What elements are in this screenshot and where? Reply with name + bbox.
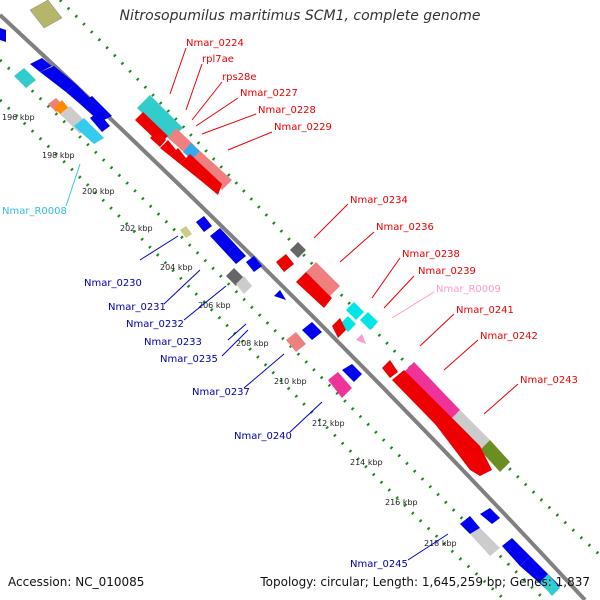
gene-grey-0245 — [470, 528, 500, 556]
gene-Nmar_0229 — [180, 154, 222, 195]
gene-blue-0245-c — [502, 538, 530, 566]
inner-gene-labels: Nmar_R0008 Nmar_0230 Nmar_0231 Nmar_0232… — [2, 206, 408, 570]
gene-blue-0245-a — [460, 516, 480, 534]
label-rpl7ae: rpl7ae — [202, 54, 234, 65]
gene-blue-c — [66, 84, 90, 104]
label-Nmar_0238: Nmar_0238 — [402, 249, 460, 260]
gene-blue-b — [40, 66, 76, 92]
leader-Nmar_R0009 — [391, 291, 435, 319]
gene-Nmar_0242 — [404, 362, 460, 420]
label-Nmar_0242: Nmar_0242 — [480, 331, 538, 342]
label-Nmar_0240: Nmar_0240 — [234, 431, 292, 442]
gene-grey-0233 — [236, 276, 252, 294]
kbp-tick-212: 212 kbp — [312, 419, 345, 428]
gene-blue-a — [30, 58, 52, 72]
kbp-tick-214: 214 kbp — [350, 458, 383, 467]
gene-Nmar_0238 — [346, 302, 364, 320]
gene-Nmar_0234 — [290, 242, 306, 258]
gene-red-small-3 — [170, 148, 186, 164]
label-Nmar_0232: Nmar_0232 — [126, 319, 184, 330]
leader-Nmar_R0008 — [65, 163, 81, 207]
kbp-tick-216: 216 kbp — [385, 498, 418, 507]
gene-Nmar_0241 — [382, 360, 398, 378]
gene-red-c — [332, 318, 346, 338]
gene-red-0234 — [276, 254, 294, 272]
inner2-dotted-line — [0, 98, 507, 600]
label-Nmar_0241: Nmar_0241 — [456, 305, 514, 316]
label-Nmar_R0008: Nmar_R0008 — [2, 206, 67, 217]
gene-pink-0237 — [286, 332, 306, 352]
gene-Nmar_R0008 — [180, 226, 192, 238]
gene-Nmar_0227 — [192, 151, 232, 190]
label-Nmar_0228: Nmar_0228 — [258, 105, 316, 116]
label-Nmar_0245: Nmar_0245 — [350, 559, 408, 570]
gene-blue-0245-b — [480, 508, 500, 524]
gene-red-small-1 — [150, 130, 166, 147]
kbp-tick-210: 210 kbp — [274, 377, 307, 386]
gene-Nmar_0243 — [480, 440, 510, 472]
label-Nmar_0237: Nmar_0237 — [192, 387, 250, 398]
gene-Nmar_0224 — [137, 95, 183, 140]
kbp-tick-218: 218 kbp — [424, 539, 457, 548]
label-Nmar_0231: Nmar_0231 — [108, 302, 166, 313]
kbp-tick-206: 206 kbp — [198, 301, 231, 310]
kbp-tick-200: 200 kbp — [82, 187, 115, 196]
label-Nmar_0229: Nmar_0229 — [274, 122, 332, 133]
kbp-scale: 196 kbp 198 kbp 200 kbp 202 kbp 204 kbp … — [2, 113, 457, 548]
gene-cyan-e — [14, 68, 36, 88]
label-Nmar_0235: Nmar_0235 — [160, 354, 218, 365]
gene-grey-0242 — [450, 410, 490, 450]
gene-Nmar_R0009 — [356, 334, 366, 344]
kbp-tick-196: 196 kbp — [2, 113, 35, 122]
gene-Nmar_0231 — [210, 228, 246, 264]
gene-blue-d — [80, 96, 112, 122]
label-Nmar_0236: Nmar_0236 — [376, 222, 434, 233]
gene-blue-0 — [0, 28, 6, 42]
gene-blue-0240 — [342, 364, 362, 382]
inner-dotted-line — [0, 58, 547, 600]
label-Nmar_0234: Nmar_0234 — [350, 195, 408, 206]
label-Nmar_R0009: Nmar_R0009 — [436, 284, 501, 295]
gene-olive-box — [29, 0, 63, 29]
gene-rps28e — [183, 143, 200, 160]
kbp-tick-208: 208 kbp — [236, 339, 269, 348]
gene-red-0236 — [296, 272, 332, 308]
gene-blue-0235 — [274, 290, 286, 300]
map-title: Nitrosopumilus maritimus SCM1, complete … — [119, 8, 481, 24]
gene-pink-0240 — [328, 372, 352, 398]
outer-gene-labels: Nmar_0224 rpl7ae rps28e Nmar_0227 Nmar_0… — [186, 38, 578, 386]
label-Nmar_0233: Nmar_0233 — [144, 337, 202, 348]
kbp-tick-204: 204 kbp — [160, 263, 193, 272]
inner-leader-lines — [139, 235, 449, 561]
topology-text: Topology: circular; Length: 1,645,259 bp… — [260, 575, 590, 589]
gene-cyan-0245 — [540, 574, 560, 596]
label-Nmar_0224: Nmar_0224 — [186, 38, 244, 49]
label-rps28e: rps28e — [222, 72, 257, 83]
kbp-tick-198: 198 kbp — [42, 151, 75, 160]
gene-red-long-2 — [432, 410, 492, 476]
gene-blue-h — [90, 112, 110, 132]
kbp-tick-202: 202 kbp — [120, 224, 153, 233]
gene-Nmar_0232 — [246, 256, 262, 272]
accession-text: Accession: NC_010085 — [8, 575, 145, 589]
label-Nmar_0227: Nmar_0227 — [240, 88, 298, 99]
inner-track-genes — [0, 28, 560, 596]
gene-blue-0237 — [302, 322, 322, 340]
gene-Nmar_0236 — [306, 262, 340, 296]
gene-Nmar_0239 — [360, 312, 378, 330]
gene-red-small-2 — [160, 140, 176, 156]
outer-track-genes — [29, 0, 510, 476]
label-Nmar_0243: Nmar_0243 — [520, 375, 578, 386]
label-Nmar_0239: Nmar_0239 — [418, 266, 476, 277]
gene-cyan-g — [74, 118, 104, 144]
label-Nmar_0230: Nmar_0230 — [84, 278, 142, 289]
gene-Nmar_0230 — [196, 216, 212, 232]
outer-leader-lines — [169, 47, 519, 415]
